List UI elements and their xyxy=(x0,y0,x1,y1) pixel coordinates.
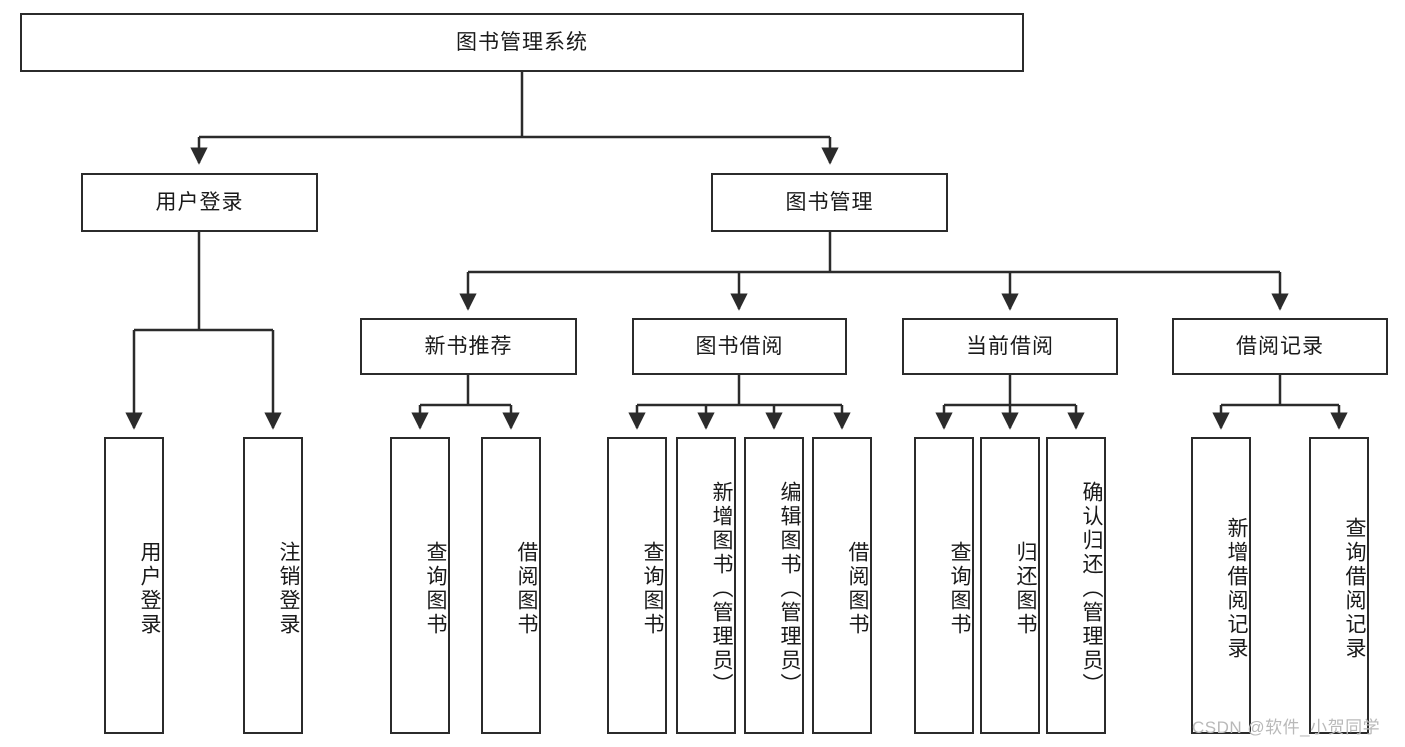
leaf-borrow-record-add[interactable]: 新增借阅记录 xyxy=(1191,437,1251,734)
node-borrow-record[interactable]: 借阅记录 xyxy=(1172,318,1388,375)
node-user-login[interactable]: 用户登录 xyxy=(81,173,318,232)
leaf-user-login-login[interactable]: 用户登录 xyxy=(104,437,164,734)
leaf-current-borrow-confirm-return[interactable]: 确认归还（管理员） xyxy=(1046,437,1106,734)
node-book-management[interactable]: 图书管理 xyxy=(711,173,948,232)
leaf-borrow-record-query[interactable]: 查询借阅记录 xyxy=(1309,437,1369,734)
csdn-watermark: CSDN @软件_小贺同学 xyxy=(1192,718,1381,737)
leaf-new-book-query[interactable]: 查询图书 xyxy=(390,437,450,734)
node-book-borrow[interactable]: 图书借阅 xyxy=(632,318,847,375)
node-root-system[interactable]: 图书管理系统 xyxy=(20,13,1024,72)
leaf-current-borrow-return[interactable]: 归还图书 xyxy=(980,437,1040,734)
leaf-book-borrow-edit[interactable]: 编辑图书（管理员） xyxy=(744,437,804,734)
leaf-book-borrow-add[interactable]: 新增图书（管理员） xyxy=(676,437,736,734)
node-current-borrow[interactable]: 当前借阅 xyxy=(902,318,1118,375)
leaf-current-borrow-query[interactable]: 查询图书 xyxy=(914,437,974,734)
leaf-new-book-borrow[interactable]: 借阅图书 xyxy=(481,437,541,734)
node-new-book-recommend[interactable]: 新书推荐 xyxy=(360,318,577,375)
leaf-book-borrow-borrow[interactable]: 借阅图书 xyxy=(812,437,872,734)
leaf-book-borrow-query[interactable]: 查询图书 xyxy=(607,437,667,734)
leaf-user-login-logout[interactable]: 注销登录 xyxy=(243,437,303,734)
